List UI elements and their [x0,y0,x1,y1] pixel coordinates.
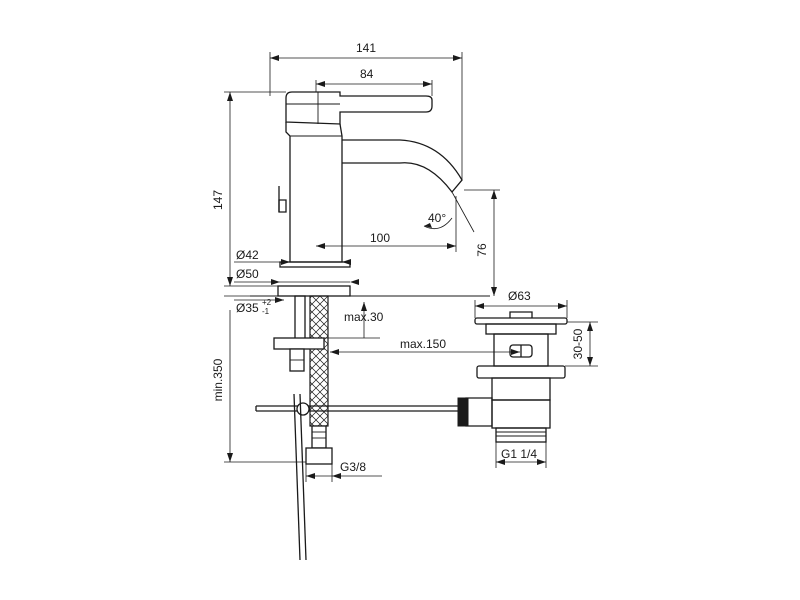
label-84: 84 [360,67,374,81]
label-76: 76 [475,243,489,257]
dim-g114 [495,442,547,468]
tap-base [250,261,490,297]
dim-width-84 [315,80,433,96]
dim-30-50 [565,321,598,367]
label-g114: G1 1/4 [501,447,537,461]
label-100: 100 [370,231,390,245]
label-dia-35: Ø35 [236,301,259,315]
dim-dia-63 [474,300,568,318]
dim-height-147 [224,91,286,287]
dim-max-30 [324,302,380,339]
dim-angle-40 [423,191,475,233]
tap-body [285,122,343,263]
tap-spout [342,139,463,194]
label-dia-50: Ø50 [236,267,259,281]
pop-up-rod [255,393,460,561]
dim-height-76 [464,189,500,296]
dim-min-350 [224,295,306,463]
label-147: 147 [211,190,225,210]
label-tol-plus: +2 [262,298,272,307]
label-40: 40° [428,211,446,225]
dim-reach-100 [316,196,457,252]
label-141: 141 [356,41,376,55]
label-dia-63: Ø63 [508,289,531,303]
hose-connector [305,425,333,465]
dim-width-141 [269,52,463,180]
label-dia-42: Ø42 [236,248,259,262]
label-tol-minus: -1 [262,307,270,316]
waste-plug [457,311,568,443]
dim-dia-42 [234,259,351,265]
tap-lever [285,91,433,125]
dim-dia-50 [234,279,359,285]
label-max-30: max.30 [344,310,384,324]
dim-g38 [305,464,382,482]
label-30-50: 30-50 [571,328,585,359]
fixing-plate [273,337,325,372]
label-g38: G3/8 [340,460,366,474]
label-min-350: min.350 [211,358,225,401]
label-max-150: max.150 [400,337,446,351]
pop-up-rod-knob [278,186,287,213]
dim-max-150 [330,349,520,355]
dim-dia-35 [234,297,284,303]
